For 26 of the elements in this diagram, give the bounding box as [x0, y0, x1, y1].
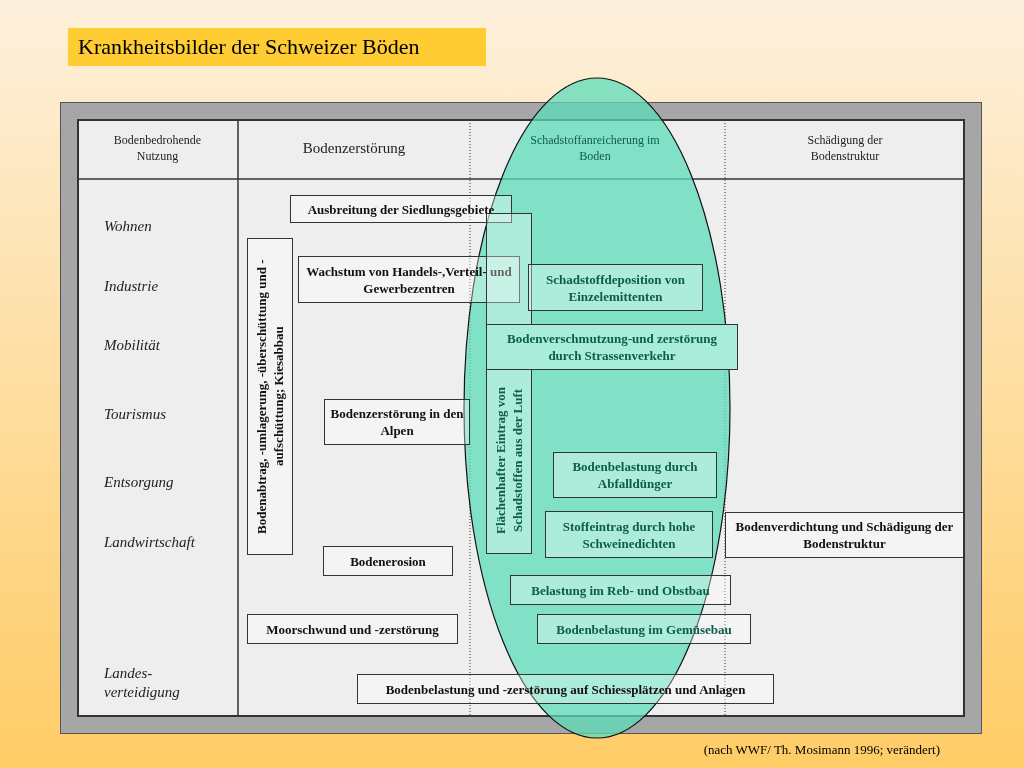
process-box: Belastung im Reb- und Obstbau: [510, 575, 731, 605]
process-box: Bodenzerstörung in den Alpen: [324, 399, 470, 445]
row-label: Tourismus: [104, 405, 167, 424]
process-box: Bodenbelastung und -zerstörung auf Schiessplätzen und Anlagen: [357, 674, 774, 704]
process-box: Bodenverschmutzung-und zerstörung durch Strassenverkehr: [486, 324, 738, 370]
column-header: Bodenbedrohende Nutzung: [112, 132, 203, 164]
row-label: Entsorgung: [104, 473, 175, 492]
process-box: Moorschwund und -zerstörung: [247, 614, 458, 644]
process-box: Bodenverdichtung und Schädigung der Bodenstruktur: [725, 512, 964, 558]
title: Krankheitsbilder der Schweizer Böden: [68, 28, 486, 66]
column-header: Schadstoffanreicherung im Boden: [530, 132, 660, 164]
process-box: Stoffeintrag durch hohe Schweinedichten: [545, 511, 713, 558]
process-box: Bodenbelastung im Gemüsebau: [537, 614, 751, 644]
row-label: Mobilität: [104, 336, 161, 355]
row-label: Wohnen: [104, 217, 153, 236]
row-label: Industrie: [104, 277, 160, 296]
process-box: Schadstoffdeposition von Einzelemittenten: [528, 264, 703, 311]
process-box: Ausbreitung der Siedlungsgebiete: [290, 195, 512, 223]
row-label: Landwirtschaft: [104, 533, 196, 552]
process-box: Bodenbelastung durch Abfalldünger: [553, 452, 717, 498]
vertical-box: Bodenabtrag, -umlagerung, -überschüttung und -aufschüttung; Kiesabbau: [247, 238, 293, 555]
process-box: Bodenerosion: [323, 546, 453, 576]
source-caption: (nach WWF/ Th. Mosimann 1996; verändert): [702, 742, 940, 758]
row-label: Landes- verteidigung: [104, 664, 181, 702]
column-header: Schädigung der Bodenstruktur: [806, 132, 884, 164]
column-header: Bodenzerstörung: [301, 140, 407, 156]
